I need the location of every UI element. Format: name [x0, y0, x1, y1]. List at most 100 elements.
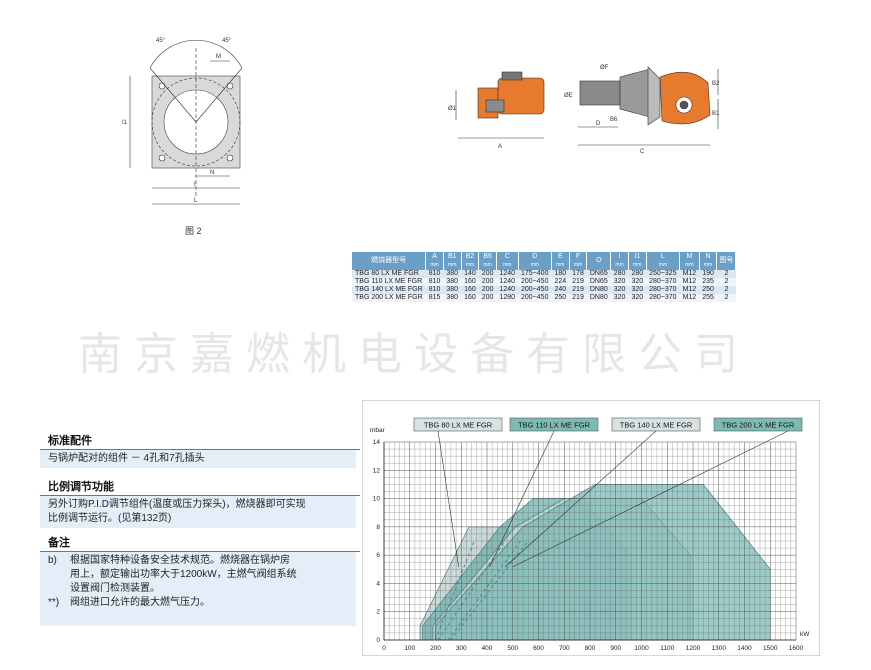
- column-header-unit: mm: [573, 262, 583, 268]
- model-cell: TBG 140 LX ME FGR: [352, 286, 426, 294]
- table-cell: 235: [699, 278, 717, 286]
- table-cell: 200: [478, 270, 497, 278]
- column-header-unit: mm: [503, 262, 512, 268]
- note-b-line-2: 用上，额定输出功率大于1200kW，主燃气阀组系统: [70, 569, 297, 580]
- table-cell: 219: [569, 294, 587, 302]
- d-label: D: [596, 121, 601, 127]
- a-label: A: [498, 144, 502, 150]
- column-header-label: C: [504, 253, 510, 260]
- i-label: I: [194, 182, 196, 188]
- legend-leader-line: [437, 430, 459, 567]
- column-header-label: 燃烧器型号: [371, 257, 407, 264]
- column-header-label: 图号: [719, 257, 734, 264]
- table-cell: 2: [716, 286, 736, 294]
- y-tick-label: 0: [376, 637, 380, 644]
- x-tick-label: 200: [430, 645, 441, 652]
- x-tick-label: 600: [533, 645, 544, 652]
- table-cell: DN65: [586, 278, 611, 286]
- note-b-mark: b): [48, 555, 57, 566]
- table-cell: 200~450: [518, 278, 552, 286]
- table-cell: 320: [628, 294, 647, 302]
- legend-box: [713, 417, 803, 432]
- column-header-label: M: [686, 253, 693, 260]
- table-cell: 280~370: [646, 278, 680, 286]
- column-header-label: F: [575, 253, 581, 260]
- column-header-label: I1: [634, 253, 641, 260]
- modulation-line-1: 另外订购P.I.D调节组件(温度或压力探头)，燃烧器即可实现: [48, 499, 306, 510]
- x-axis-label: kW: [800, 631, 810, 638]
- x-tick-label: 700: [559, 645, 570, 652]
- table-cell: 320: [628, 278, 647, 286]
- table-cell: 2: [716, 270, 736, 278]
- column-header-unit: mm: [530, 262, 539, 268]
- i1-label: I1: [122, 120, 128, 126]
- model-cell: TBG 80 LX ME FGR: [352, 270, 426, 278]
- y-tick-label: 2: [376, 609, 380, 616]
- y-tick-label: 6: [376, 552, 380, 559]
- model-cell: TBG 200 LX ME FGR: [352, 294, 426, 302]
- notes-body: b)根据国家特种设备安全技术规范。燃烧器在锅炉房 用上，额定输出功率大于1200…: [40, 552, 356, 626]
- table-cell: 380: [443, 278, 462, 286]
- table-cell: 200~450: [518, 294, 552, 302]
- table-cell: 810: [425, 286, 444, 294]
- table-cell: 219: [569, 278, 587, 286]
- y-tick-label: 8: [376, 524, 380, 531]
- column-header-unit: mm: [483, 262, 492, 268]
- table-cell: DN65: [586, 270, 611, 278]
- table-cell: 140: [461, 270, 479, 278]
- note-b: b)根据国家特种设备安全技术规范。燃烧器在锅炉房: [48, 554, 352, 568]
- column-header-unit: mm: [556, 262, 565, 268]
- table-cell: 280: [610, 270, 629, 278]
- column-header: 燃烧器型号: [352, 252, 427, 270]
- modulation-body: 另外订购P.I.D调节组件(温度或压力探头)，燃烧器即可实现 比例调节运行。(见…: [40, 496, 356, 528]
- table-cell: DN80: [586, 294, 611, 302]
- x-tick-label: 400: [482, 645, 493, 652]
- standard-accessories-title: 标准配件: [40, 430, 360, 450]
- table-cell: 175~400: [518, 270, 552, 278]
- legend-box: [611, 417, 701, 432]
- modulation-title: 比例调节功能: [40, 476, 360, 496]
- x-tick-label: 1200: [686, 645, 701, 652]
- e-label: ØE: [564, 93, 573, 99]
- table-cell: 810: [425, 278, 444, 286]
- table-cell: 224: [551, 278, 570, 286]
- c-label: C: [640, 149, 645, 155]
- table-cell: 320: [610, 286, 629, 294]
- table-cell: 250: [699, 286, 717, 294]
- series-min-line: [437, 540, 506, 641]
- x-tick-label: 1600: [789, 645, 804, 652]
- angle-left-label: 45°: [156, 38, 166, 44]
- column-header-unit: mm: [615, 262, 624, 268]
- x-tick-label: 1000: [634, 645, 649, 652]
- column-header-label: B2: [465, 253, 475, 260]
- m-label: M: [216, 54, 221, 60]
- legend-box: [509, 417, 599, 432]
- table-cell: 160: [461, 294, 479, 302]
- flange-drawing: 45° 45° M I1 N I L: [122, 38, 243, 205]
- company-watermark: 南京嘉燃机电设备有限公司: [78, 329, 750, 380]
- column-header-label: D: [532, 253, 538, 260]
- notes-title: 备注: [40, 532, 360, 552]
- table-cell: 2: [716, 278, 736, 286]
- legend-label: TBG 200 LX ME FGR: [722, 421, 795, 430]
- model-cell: TBG 110 LX ME FGR: [352, 278, 426, 286]
- y-tick-label: 10: [373, 496, 381, 503]
- legend-leader-line: [489, 430, 555, 567]
- column-header-label: N: [705, 253, 711, 260]
- x-tick-label: 1400: [737, 645, 752, 652]
- b1-label: B1: [712, 111, 720, 117]
- table-cell: 1240: [496, 286, 519, 294]
